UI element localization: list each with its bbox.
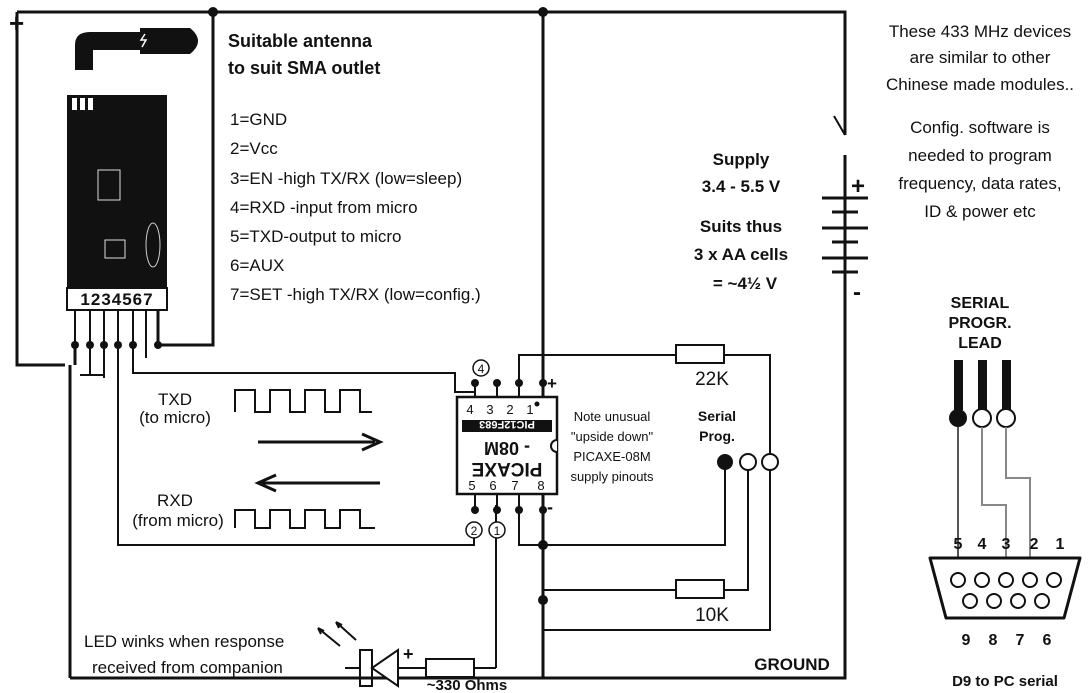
d9-pin-number: 3: [1002, 536, 1011, 553]
chip-pin-4: 4: [466, 402, 473, 417]
info-text-line: frequency, data rates,: [898, 174, 1061, 193]
chip-plus-label: +: [547, 374, 557, 393]
info-text-line: are similar to other: [910, 48, 1051, 67]
ground-label: GROUND: [754, 655, 830, 674]
chip-pin-5: 5: [468, 478, 475, 493]
supply-rails: [15, 10, 847, 680]
txd-label: TXD: [158, 390, 192, 409]
battery-minus-label: -: [853, 279, 861, 306]
d9-pin-number: 4: [978, 536, 987, 553]
note-line: "upside down": [571, 429, 654, 444]
circled-pin-markers: [465, 359, 506, 539]
serial-lead-title: PROGR.: [948, 315, 1011, 332]
arrow-left-icon: [254, 473, 380, 493]
pin-list-item: 6=AUX: [230, 256, 284, 275]
chip-pin-7: 7: [511, 478, 518, 493]
info-text-line: needed to program: [908, 146, 1052, 165]
chip-pin-1: 1: [526, 402, 533, 417]
rxd-sublabel: (from micro): [132, 511, 224, 530]
d9-pin-number: 8: [989, 632, 998, 649]
supply-cells: 3 x AA cells: [694, 245, 788, 264]
chip-pin-6: 6: [489, 478, 496, 493]
pin-list-item: 7=SET -high TX/RX (low=config.): [230, 285, 481, 304]
led-text-line-2: received from companion: [92, 658, 283, 677]
d9-pin-number: 6: [1043, 632, 1052, 649]
serial-lead-title: SERIAL: [951, 295, 1010, 312]
picaxe-chip: [455, 379, 559, 514]
rxd-waveform: [234, 509, 375, 529]
serial-prog-sublabel: Prog.: [699, 428, 735, 444]
pin-list-item: 1=GND: [230, 110, 287, 129]
serial-prog-label: Serial: [698, 408, 736, 424]
pin-list-item: 4=RXD -input from micro: [230, 198, 418, 217]
chip-model: - 08M: [484, 438, 530, 458]
rf-module: [66, 12, 215, 347]
txd-waveform: [234, 389, 372, 413]
d9-connector: [928, 556, 1082, 620]
txd-sublabel: (to micro): [139, 408, 211, 427]
note-line: Note unusual: [574, 409, 651, 424]
note-line: PICAXE-08M: [573, 449, 650, 464]
d9-pin-number: 2: [1030, 536, 1039, 553]
info-text-line: ID & power etc: [924, 202, 1036, 221]
signal-wires: [73, 345, 497, 668]
battery: [822, 115, 868, 290]
info-text-line: These 433 MHz devices: [889, 22, 1071, 41]
supply-suits: Suits thus: [700, 217, 782, 236]
led: [317, 621, 426, 688]
resistor-330-label: ~330 Ohms: [427, 677, 507, 693]
circled-pin-four: 4: [478, 362, 485, 376]
chip-pin-3: 3: [486, 402, 493, 417]
serial-lead-wires: [949, 360, 1035, 583]
chip-part-number: PIC12F683: [479, 418, 535, 430]
serial-lead-title: LEAD: [958, 335, 1002, 352]
serial-prog-sockets: [518, 453, 779, 546]
resistor-22k: [518, 344, 771, 462]
resistor-330: [425, 658, 496, 678]
chip-pin-2: 2: [506, 402, 513, 417]
pin-list-item: 2=Vcc: [230, 139, 278, 158]
antenna-title-line-1: Suitable antenna: [228, 31, 373, 51]
resistor-22k-label: 22K: [695, 369, 729, 390]
battery-plus-label: +: [851, 173, 865, 200]
d9-pin-number: 7: [1016, 632, 1025, 649]
module-pin-numbers: 1234567: [80, 290, 153, 309]
supply-approx: = ~4½ V: [713, 274, 778, 293]
arrow-right-icon: [258, 432, 384, 452]
positive-rail-label: +: [9, 8, 24, 38]
chip-pin-8: 8: [537, 478, 544, 493]
chip-brand: PICAXE: [472, 458, 543, 479]
d9-pin-number: 5: [954, 536, 963, 553]
d9-pin-number: 9: [962, 632, 971, 649]
supply-range: 3.4 - 5.5 V: [702, 177, 781, 196]
chip-minus-label: -: [547, 497, 553, 517]
info-text-line: Chinese made modules..: [886, 75, 1074, 94]
led-text-line-1: LED winks when response: [84, 632, 284, 651]
pin-list-item: 3=EN -high TX/RX (low=sleep): [230, 169, 462, 188]
pin-list-item: 5=TXD-output to micro: [230, 227, 402, 246]
antenna-title-line-2: to suit SMA outlet: [228, 58, 380, 78]
note-line: supply pinouts: [570, 469, 654, 484]
led-plus-label: +: [403, 644, 414, 664]
circled-pin-two: 2: [471, 524, 478, 538]
info-text-line: Config. software is: [910, 118, 1050, 137]
d9-caption: D9 to PC serial: [952, 673, 1058, 690]
rxd-label: RXD: [157, 491, 193, 510]
resistor-10k: [543, 462, 771, 631]
d9-pin-number: 1: [1056, 536, 1065, 553]
circled-pin-one: 1: [494, 524, 501, 538]
resistor-10k-label: 10K: [695, 605, 729, 626]
supply-title: Supply: [713, 150, 770, 169]
